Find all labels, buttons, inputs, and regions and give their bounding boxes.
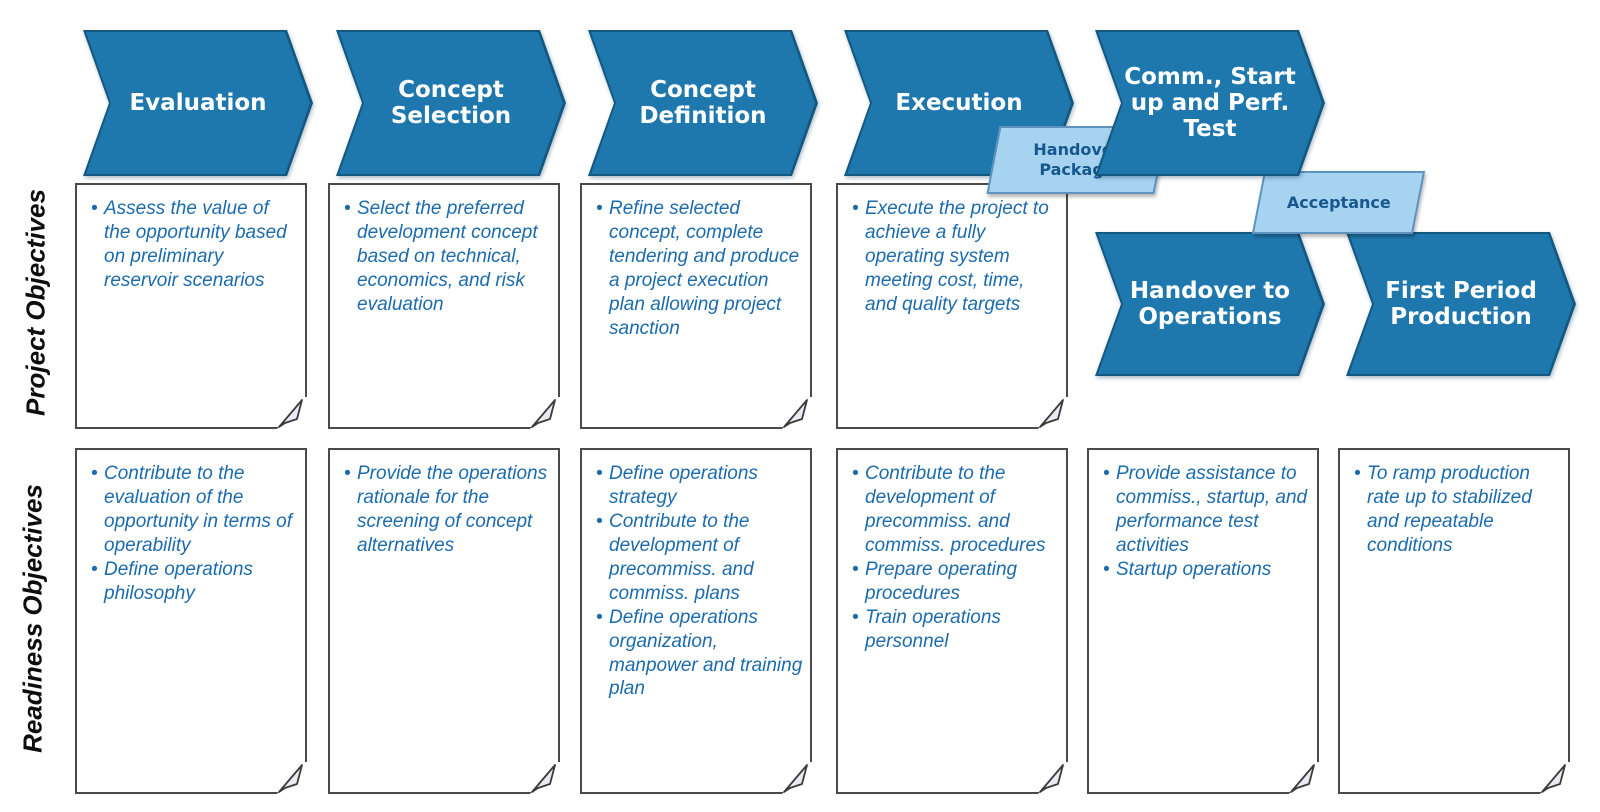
note-bullets: Refine selected concept, complete tender… xyxy=(582,185,810,347)
note-readiness-evaluation: Contribute to the evaluation of the oppo… xyxy=(75,448,307,794)
phase-label: Concept Selection xyxy=(390,76,512,129)
phase-label: Concept Definition xyxy=(639,76,767,129)
note-readiness-concept-selection: Provide the operations rationale for the… xyxy=(328,448,560,794)
note-bullets: Select the preferred development concept… xyxy=(330,185,558,323)
note-bullets: Contribute to the development of precomm… xyxy=(838,450,1066,660)
folded-corner-icon xyxy=(277,762,307,794)
folded-corner-icon xyxy=(1038,397,1068,429)
note-project-concept-selection: Select the preferred development concept… xyxy=(328,183,560,429)
note-project-evaluation: Assess the value of the opportunity base… xyxy=(75,183,307,429)
phase-chevron-evaluation: Evaluation xyxy=(83,30,313,176)
chevron-shape-fill xyxy=(1349,234,1573,374)
folded-corner-icon xyxy=(1540,762,1570,794)
note-bullets: Execute the project to achieve a fully o… xyxy=(838,185,1066,323)
note-bullet: Define operations strategy xyxy=(594,462,804,510)
folded-corner-icon xyxy=(530,397,560,429)
folded-corner-icon xyxy=(530,762,560,794)
note-bullet: Assess the value of the opportunity base… xyxy=(89,197,299,293)
chevron-shape-fill xyxy=(1098,32,1322,174)
phase-chevron-handover-to-operations: Handover to Operations xyxy=(1095,232,1325,376)
phase-chevron-comm-startup-perf-test: Comm., Start up and Perf. Test xyxy=(1095,30,1325,176)
note-bullet: Contribute to the development of precomm… xyxy=(850,462,1060,558)
note-bullets: Provide the operations rationale for the… xyxy=(330,450,558,564)
note-bullet: Prepare operating procedures xyxy=(850,558,1060,606)
note-bullets: To ramp production rate up to stabilized… xyxy=(1340,450,1568,564)
note-bullet: Contribute to the development of precomm… xyxy=(594,510,804,606)
chevron-shape-fill xyxy=(591,32,815,174)
phase-label: Handover to Operations xyxy=(1129,277,1291,330)
row-label-readiness-objectives: Readiness Objectives xyxy=(17,484,48,753)
note-readiness-concept-definition: Define operations strategyContribute to … xyxy=(580,448,812,794)
phase-chevron-execution: Execution xyxy=(844,30,1074,176)
note-readiness-handover: Provide assistance to commiss., startup,… xyxy=(1087,448,1319,794)
note-bullet: Select the preferred development concept… xyxy=(342,197,552,317)
folded-corner-icon xyxy=(1289,762,1319,794)
chevron-shape-fill xyxy=(339,32,563,174)
milestone-acceptance: Acceptance xyxy=(1251,171,1426,234)
phase-label: First Period Production xyxy=(1385,277,1537,330)
chevron-shape-fill xyxy=(1098,234,1322,374)
milestone-label: Acceptance xyxy=(1286,192,1391,212)
folded-corner-icon xyxy=(782,762,812,794)
chevron-shape-fill xyxy=(86,32,310,174)
note-bullets: Provide assistance to commiss., startup,… xyxy=(1089,450,1317,588)
phase-chevron-concept-selection: Concept Selection xyxy=(336,30,566,176)
note-bullet: Provide the operations rationale for the… xyxy=(342,462,552,558)
note-readiness-execution: Contribute to the development of precomm… xyxy=(836,448,1068,794)
phase-label: Execution xyxy=(895,89,1023,116)
note-bullet: Provide assistance to commiss., startup,… xyxy=(1101,462,1311,558)
note-bullet: Execute the project to achieve a fully o… xyxy=(850,197,1060,317)
folded-corner-icon xyxy=(277,397,307,429)
note-bullet: Contribute to the evaluation of the oppo… xyxy=(89,462,299,558)
note-readiness-first-period-production: To ramp production rate up to stabilized… xyxy=(1338,448,1570,794)
phase-chevron-concept-definition: Concept Definition xyxy=(588,30,818,176)
note-bullet: Define operations organization, manpower… xyxy=(594,606,804,702)
folded-corner-icon xyxy=(782,397,812,429)
note-bullet: Startup operations xyxy=(1101,558,1311,582)
phase-label: Evaluation xyxy=(129,89,267,116)
note-bullets: Contribute to the evaluation of the oppo… xyxy=(77,450,305,612)
note-bullets: Define operations strategyContribute to … xyxy=(582,450,810,707)
row-label-project-objectives: Project Objectives xyxy=(20,189,51,416)
note-bullet: Refine selected concept, complete tender… xyxy=(594,197,804,341)
note-bullets: Assess the value of the opportunity base… xyxy=(77,185,305,299)
note-bullet: Train operations personnel xyxy=(850,606,1060,654)
note-project-concept-definition: Refine selected concept, complete tender… xyxy=(580,183,812,429)
phase-label: Comm., Start up and Perf. Test xyxy=(1124,63,1296,143)
note-bullet: To ramp production rate up to stabilized… xyxy=(1352,462,1562,558)
phase-chevron-first-period-production: First Period Production xyxy=(1346,232,1576,376)
note-bullet: Define operations philosophy xyxy=(89,558,299,606)
folded-corner-icon xyxy=(1038,762,1068,794)
note-project-execution: Execute the project to achieve a fully o… xyxy=(836,183,1068,429)
